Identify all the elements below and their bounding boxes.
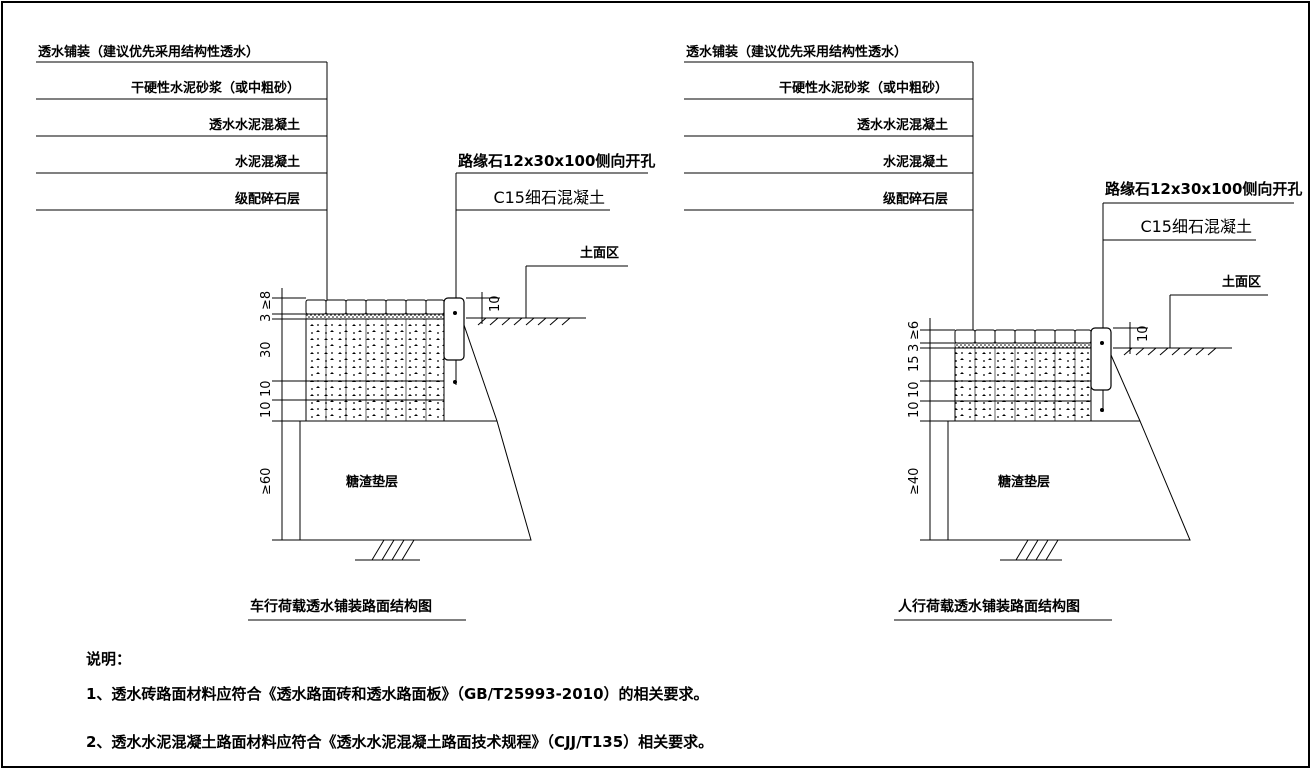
right-dim-10a: 10 xyxy=(907,381,922,398)
left-cushion-layer xyxy=(299,420,532,541)
notes-title: 说明： xyxy=(86,650,132,668)
right-dim-10b: 10 xyxy=(907,401,922,418)
right-pattern-verticals xyxy=(974,348,1076,421)
left-dim-10b: 10 xyxy=(259,401,274,418)
right-cushion-layer xyxy=(947,420,1191,541)
left-dim-30: 30 xyxy=(259,341,274,358)
left-layer-leaders xyxy=(36,61,328,310)
left-layer-label-2: 干硬性水泥砂浆（或中粗砂） xyxy=(131,80,300,96)
right-dimension-chain xyxy=(920,318,955,541)
right-soil-label: 土面区 xyxy=(1222,274,1261,290)
right-layer-label-5: 级配碎石层 xyxy=(883,191,948,207)
left-dim-10a: 10 xyxy=(259,380,274,397)
right-curb-dim-value: 10 xyxy=(1136,325,1151,342)
right-section: 透水铺装（建议优先采用结构性透水） 干硬性水泥砂浆（或中粗砂） 透水水泥混凝土 … xyxy=(684,44,1302,621)
right-curb-stone xyxy=(1090,327,1112,391)
left-dim-3: 3 xyxy=(259,314,274,322)
left-curb-dimension xyxy=(466,292,500,324)
left-permeable-concrete xyxy=(305,318,445,382)
left-layer-label-4: 水泥混凝土 xyxy=(235,154,300,170)
right-caption: 人行荷载透水铺装路面结构图 xyxy=(898,598,1080,615)
left-dimension-chain xyxy=(272,288,306,541)
right-curb-dimension xyxy=(1113,322,1148,354)
right-cement-concrete xyxy=(954,380,1092,402)
left-section: 透水铺装（建议优先采用结构性透水） 干硬性水泥砂浆（或中粗砂） 透水水泥混凝土 … xyxy=(36,44,655,621)
left-cement-concrete xyxy=(305,380,445,401)
left-soil-label: 土面区 xyxy=(580,245,619,261)
right-layer-label-2: 干硬性水泥砂浆（或中粗砂） xyxy=(779,80,948,96)
left-sand-layer xyxy=(305,313,445,320)
left-layer-label-3: 透水水泥混凝土 xyxy=(209,117,300,133)
left-paver-row xyxy=(305,299,445,315)
left-curb-dim-value: 10 xyxy=(488,295,503,312)
left-ground-hatch xyxy=(355,317,586,561)
right-layer-leaders xyxy=(684,61,974,340)
left-curb-label: 路缘石12x30x100侧向开孔 xyxy=(458,152,655,170)
right-dim-6: ≥6 xyxy=(907,321,922,340)
right-layer-label-4: 水泥混凝土 xyxy=(883,154,948,170)
left-cushion-label: 糖渣垫层 xyxy=(346,474,398,490)
left-dim-60: ≥60 xyxy=(259,468,274,495)
left-layer-label-1: 透水铺装（建议优先采用结构性透水） xyxy=(38,44,259,60)
left-layer-label-5: 级配碎石层 xyxy=(235,191,300,207)
left-caption: 车行荷载透水铺装路面结构图 xyxy=(250,598,432,615)
right-dim-40: ≥40 xyxy=(907,468,922,495)
left-dim-8: ≥8 xyxy=(259,291,274,310)
left-curb-stone xyxy=(443,297,465,361)
right-gravel-layer xyxy=(954,400,1092,422)
right-sand-layer xyxy=(954,342,1092,349)
right-layer-label-3: 透水水泥混凝土 xyxy=(857,117,948,133)
right-permeable-concrete xyxy=(954,347,1092,382)
right-paver-row xyxy=(954,329,1092,344)
right-curb-base-label: C15细石混凝土 xyxy=(1140,217,1252,236)
right-dim-15: 15 xyxy=(907,355,922,372)
right-cushion-label: 糖渣垫层 xyxy=(998,474,1050,490)
note-item-1: 1、透水砖路面材料应符合《透水路面砖和透水路面板》（GB/T25993-2010… xyxy=(86,685,709,703)
left-curb-base-label: C15细石混凝土 xyxy=(493,188,605,207)
note-item-2: 2、透水水泥混凝土路面材料应符合《透水水泥混凝土路面技术规程》（CJJ/T135… xyxy=(86,733,714,751)
left-gravel-layer xyxy=(305,399,445,422)
right-curb-label: 路缘石12x30x100侧向开孔 xyxy=(1105,180,1302,198)
right-layer-label-1: 透水铺装（建议优先采用结构性透水） xyxy=(686,44,907,60)
right-dim-3: 3 xyxy=(907,344,922,352)
left-pattern-verticals xyxy=(325,319,427,421)
